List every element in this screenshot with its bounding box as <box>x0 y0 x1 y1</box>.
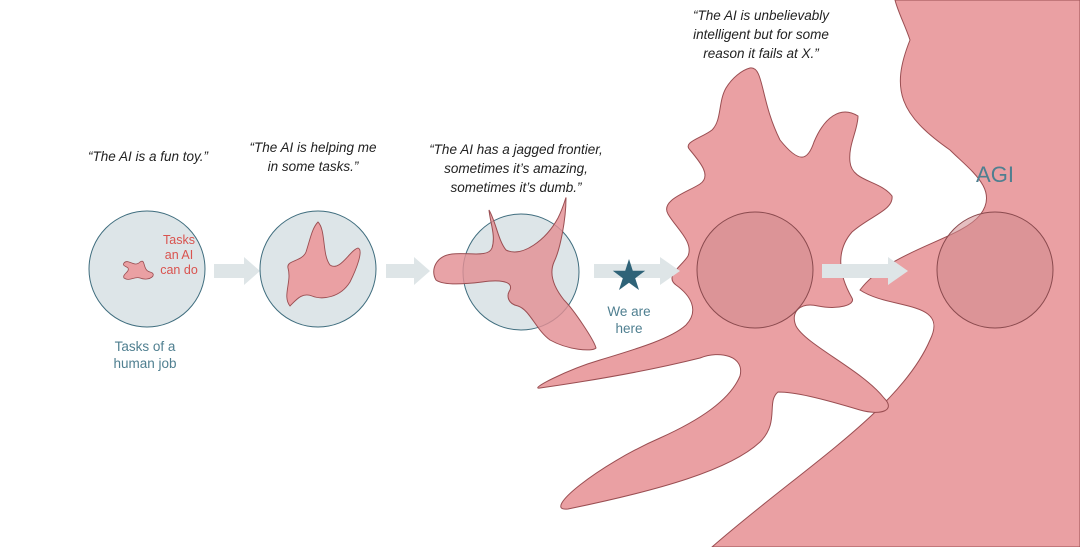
arrow-2-3 <box>386 257 430 285</box>
arrow-1-2 <box>214 257 260 285</box>
agi-human-job-circle <box>936 211 1054 329</box>
we-are-here-label: We are here <box>607 304 651 336</box>
stage2-ai-blob <box>286 221 361 307</box>
stage1-ai-blob <box>123 260 154 280</box>
stage2-quote: “The AI is helping me in some tasks.” <box>249 140 377 174</box>
stage4-human-job-circle <box>696 211 814 329</box>
human-tasks-label: Tasks of a human job <box>113 339 177 371</box>
arrow-4-agi <box>822 257 908 285</box>
stage1-human-job-circle <box>88 210 206 328</box>
star-icon <box>612 259 646 290</box>
agi-label: AGI <box>976 162 1014 187</box>
stage4-quote: “The AI is unbelievably intelligent but … <box>692 8 830 61</box>
stage3-ai-blob <box>433 197 597 351</box>
stage1-quote: “The AI is a fun toy.” <box>87 149 209 164</box>
stage3-quote: “The AI has a jagged frontier, sometimes… <box>429 142 603 195</box>
ai-tasks-label: Tasks an AI can do <box>160 233 198 277</box>
